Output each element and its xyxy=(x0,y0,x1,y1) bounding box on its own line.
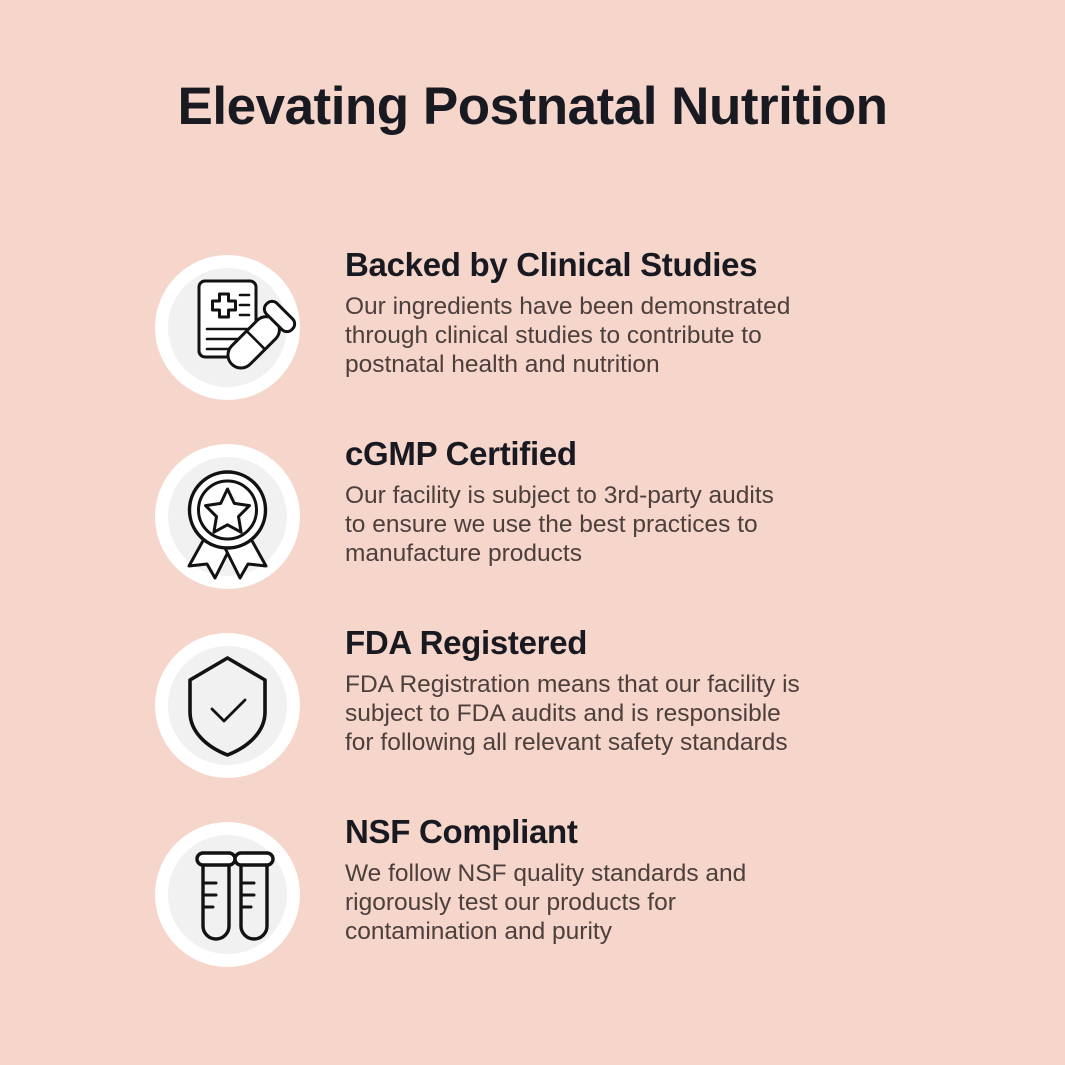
feature-icon-badge xyxy=(155,255,300,400)
feature-description: We follow NSF quality standards and rigo… xyxy=(345,860,875,947)
shield-check-icon xyxy=(155,633,300,778)
desc-line: through clinical studies to contribute t… xyxy=(345,321,762,349)
feature-description: FDA Registration means that our facility… xyxy=(345,671,875,758)
feature-copy: cGMP Certified Our facility is subject t… xyxy=(300,429,915,569)
desc-line: Our ingredients have been demonstrated xyxy=(345,292,791,320)
desc-line: postnatal health and nutrition xyxy=(345,350,660,378)
award-medal-star-icon xyxy=(155,444,300,589)
feature-item: cGMP Certified Our facility is subject t… xyxy=(155,429,915,618)
feature-icon-badge xyxy=(155,822,300,967)
feature-copy: FDA Registered FDA Registration means th… xyxy=(300,618,915,758)
test-tubes-icon xyxy=(155,822,300,967)
desc-line: Our facility is subject to 3rd-party aud… xyxy=(345,481,774,509)
feature-icon-badge xyxy=(155,444,300,589)
feature-title: cGMP Certified xyxy=(345,435,577,472)
feature-item: Backed by Clinical Studies Our ingredien… xyxy=(155,240,915,429)
desc-line: subject to FDA audits and is responsible xyxy=(345,699,781,727)
feature-title: FDA Registered xyxy=(345,624,588,661)
desc-line: rigorously test our products for xyxy=(345,888,676,916)
icon-disc xyxy=(168,646,287,765)
feature-description: Our facility is subject to 3rd-party aud… xyxy=(345,482,875,569)
feature-item: NSF Compliant We follow NSF quality stan… xyxy=(155,807,915,996)
clinical-document-test-tube-icon xyxy=(155,255,300,400)
feature-title: Backed by Clinical Studies xyxy=(345,246,758,283)
desc-line: to ensure we use the best practices to xyxy=(345,510,758,538)
feature-list: Backed by Clinical Studies Our ingredien… xyxy=(155,240,915,996)
desc-line: for following all relevant safety standa… xyxy=(345,728,788,756)
feature-description: Our ingredients have been demonstrated t… xyxy=(345,293,875,380)
page-title: Elevating Postnatal Nutrition xyxy=(177,77,888,136)
desc-line: We follow NSF quality standards and xyxy=(345,859,747,887)
feature-title: NSF Compliant xyxy=(345,813,578,850)
feature-copy: Backed by Clinical Studies Our ingredien… xyxy=(300,240,915,380)
desc-line: contamination and purity xyxy=(345,917,612,945)
feature-icon-badge xyxy=(155,633,300,778)
feature-copy: NSF Compliant We follow NSF quality stan… xyxy=(300,807,915,947)
desc-line: FDA Registration means that our facility… xyxy=(345,670,800,698)
feature-item: FDA Registered FDA Registration means th… xyxy=(155,618,915,807)
desc-line: manufacture products xyxy=(345,539,582,567)
